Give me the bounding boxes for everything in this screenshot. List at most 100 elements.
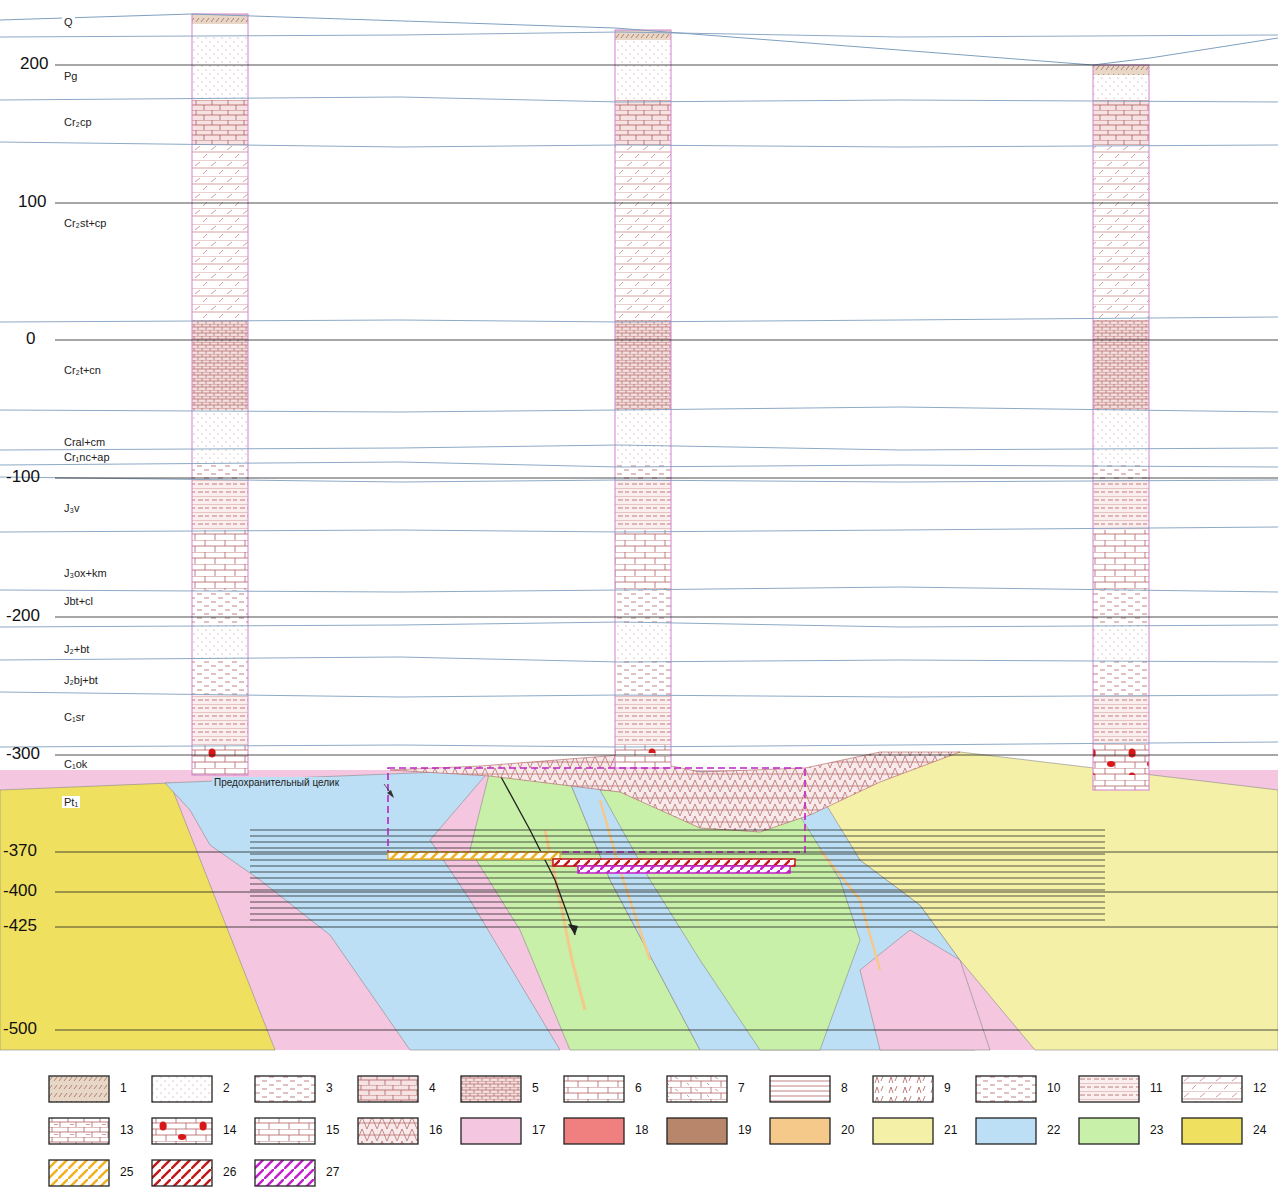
swatch-box bbox=[1079, 1076, 1139, 1102]
level-line bbox=[250, 890, 1105, 891]
legend-swatch bbox=[769, 1117, 831, 1145]
legend-swatch bbox=[1181, 1117, 1243, 1145]
formation-label: J₂bj+bt bbox=[62, 674, 100, 686]
swatch-box bbox=[358, 1076, 418, 1102]
formation-label: J₃ox+km bbox=[62, 567, 109, 579]
rock-band bbox=[192, 100, 248, 145]
rock-band bbox=[615, 590, 671, 625]
formation-label: Cr₁nc+ap bbox=[62, 451, 112, 463]
legend-number: 7 bbox=[738, 1081, 745, 1095]
formation-label: Cr₂t+cn bbox=[62, 364, 103, 376]
legend-number: 15 bbox=[326, 1123, 339, 1137]
legend-swatch bbox=[666, 1075, 728, 1103]
rock-band bbox=[615, 480, 671, 530]
legend-swatch bbox=[48, 1075, 110, 1103]
swatch-box bbox=[1079, 1118, 1139, 1144]
swatch-box bbox=[564, 1076, 624, 1102]
legend-swatch bbox=[357, 1075, 419, 1103]
borehole-outline bbox=[615, 30, 671, 768]
swatch-box bbox=[873, 1076, 933, 1102]
basement bbox=[0, 752, 1278, 1050]
formation-label: Cral+cm bbox=[62, 436, 107, 448]
rock-band bbox=[1093, 590, 1149, 625]
block-26 bbox=[553, 859, 795, 866]
legend-number: 3 bbox=[326, 1081, 333, 1095]
boundary-line bbox=[0, 32, 1278, 37]
legend-swatch bbox=[666, 1117, 728, 1145]
rock-band bbox=[615, 660, 671, 695]
axis-value: 100 bbox=[18, 193, 46, 212]
rock-band bbox=[192, 625, 248, 660]
axis-value: 0 bbox=[26, 330, 35, 349]
elevation-line bbox=[55, 755, 1278, 756]
swatch-box bbox=[255, 1076, 315, 1102]
legend-swatch bbox=[460, 1117, 522, 1145]
rock-band bbox=[1093, 480, 1149, 530]
mining-levels bbox=[250, 830, 1105, 920]
legend-number: 14 bbox=[223, 1123, 236, 1137]
level-line bbox=[250, 836, 1105, 837]
formation-label: Cr₂cp bbox=[62, 116, 94, 128]
rock-band bbox=[1093, 410, 1149, 448]
legend-number: 26 bbox=[223, 1165, 236, 1179]
formation-label: J₃v bbox=[62, 502, 81, 514]
boundary-line bbox=[0, 527, 1278, 532]
legend-swatch bbox=[48, 1117, 110, 1145]
rock-band bbox=[1093, 660, 1149, 695]
swatch-box bbox=[564, 1118, 624, 1144]
legend-swatch bbox=[1078, 1075, 1140, 1103]
legend-swatch bbox=[254, 1159, 316, 1187]
legend-swatch bbox=[975, 1117, 1037, 1145]
rock-band bbox=[1093, 320, 1149, 410]
legend-swatch bbox=[48, 1159, 110, 1187]
elevation-line bbox=[55, 65, 1278, 66]
boundary-line bbox=[0, 317, 1278, 322]
level-line bbox=[250, 920, 1105, 921]
formation-label: Jbt+cl bbox=[62, 595, 95, 607]
swatch-box bbox=[255, 1160, 315, 1186]
swatch-box bbox=[152, 1160, 212, 1186]
rock-band bbox=[615, 530, 671, 590]
formation-label: C₁sr bbox=[62, 711, 87, 723]
level-line bbox=[250, 914, 1105, 915]
rock-band bbox=[1093, 775, 1149, 790]
legend-number: 19 bbox=[738, 1123, 751, 1137]
axis-value: -425 bbox=[3, 917, 37, 936]
borehole-outline bbox=[192, 14, 248, 775]
boundary-line bbox=[0, 462, 1278, 467]
level-line bbox=[250, 902, 1105, 903]
axis-value: -200 bbox=[6, 607, 40, 626]
boundary-line bbox=[0, 407, 1278, 412]
rock-band bbox=[1093, 100, 1149, 145]
legend-swatch bbox=[769, 1075, 831, 1103]
rock-band bbox=[192, 448, 248, 465]
elevation-line bbox=[55, 478, 1278, 479]
swatch-box bbox=[770, 1076, 830, 1102]
legend-number: 13 bbox=[120, 1123, 133, 1137]
boundary-line bbox=[0, 692, 1278, 697]
rock-band bbox=[192, 590, 248, 625]
swatch-box bbox=[1182, 1118, 1242, 1144]
legend-swatch bbox=[151, 1159, 213, 1187]
legend-number: 20 bbox=[841, 1123, 854, 1137]
swatch-box bbox=[873, 1118, 933, 1144]
boundary-line bbox=[0, 97, 1278, 102]
legend-number: 8 bbox=[841, 1081, 848, 1095]
axis-value: -500 bbox=[3, 1020, 37, 1039]
level-line bbox=[250, 842, 1105, 843]
legend-number: 1 bbox=[120, 1081, 127, 1095]
legend-number: 24 bbox=[1253, 1123, 1266, 1137]
legend-number: 12 bbox=[1253, 1081, 1266, 1095]
boundary-line bbox=[0, 622, 1278, 627]
rock-band bbox=[615, 100, 671, 145]
swatch-box bbox=[1182, 1076, 1242, 1102]
legend-number: 17 bbox=[532, 1123, 545, 1137]
legend-number: 5 bbox=[532, 1081, 539, 1095]
legend-swatch bbox=[460, 1075, 522, 1103]
elevation-line bbox=[55, 927, 1278, 928]
rock-band bbox=[615, 320, 671, 410]
elevation-line bbox=[55, 203, 1278, 204]
legend-swatch bbox=[151, 1075, 213, 1103]
axis-value: -300 bbox=[6, 745, 40, 764]
